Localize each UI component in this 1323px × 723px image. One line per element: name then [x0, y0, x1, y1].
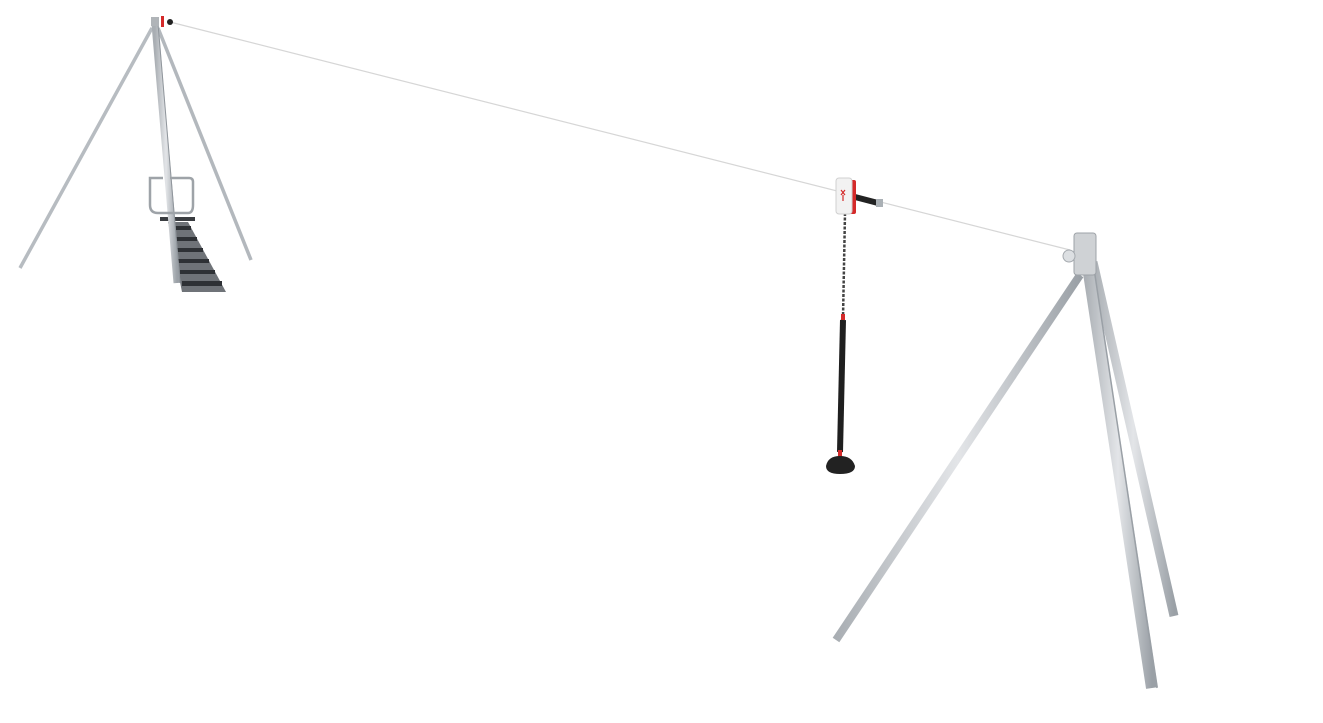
tripod-leg-left [18, 27, 154, 269]
main-pole [151, 23, 181, 284]
trolley [826, 177, 883, 474]
trolley-handle [852, 194, 881, 206]
end-front-leg [832, 272, 1084, 643]
trolley-seat-pole [837, 319, 846, 453]
cable-end-bolt [1062, 249, 1076, 263]
end-main-post [1078, 239, 1158, 689]
trolley-pulley-plate [835, 177, 853, 215]
end-rear-leg [1088, 260, 1179, 618]
start-handle-frame [148, 176, 195, 215]
cable-anchor-nut [167, 19, 173, 25]
end-top-bracket [1073, 232, 1097, 276]
trolley-seat [826, 456, 855, 474]
zip-cable [169, 21, 1071, 251]
tripod-leg-right [156, 27, 253, 261]
cable-anchor-red [161, 16, 164, 27]
end-a-frame [832, 232, 1179, 689]
trolley-chain [841, 212, 847, 319]
ramp [160, 217, 226, 292]
start-tripod [18, 16, 253, 292]
